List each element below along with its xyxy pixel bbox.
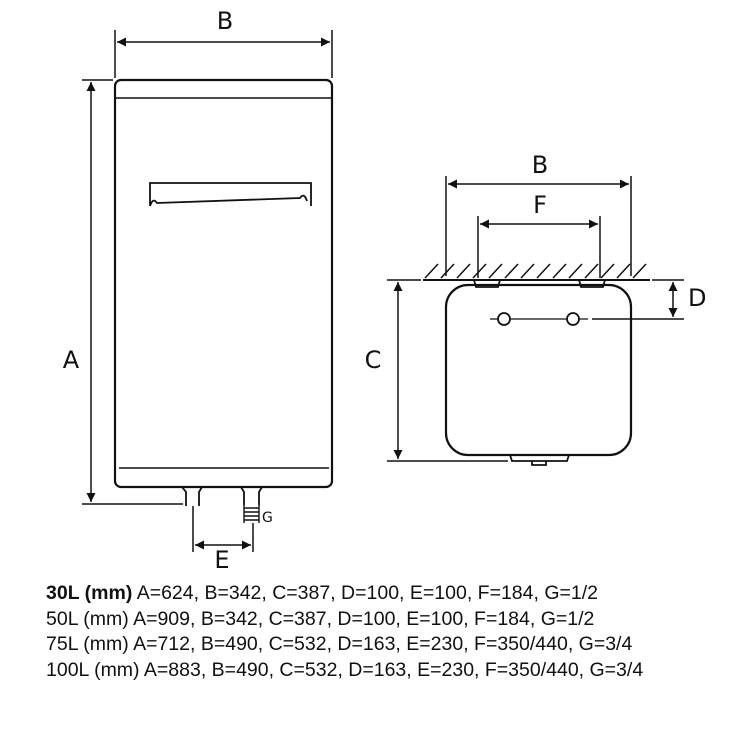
dimension-d [592,279,684,320]
spec-row-50l: 50L (mm) A=909, B=342, C=387, D=100, E=1… [46,607,746,633]
dimension-a [82,79,183,505]
spec-values: A=883, B=490, C=532, D=163, E=230, F=350… [143,658,644,681]
spec-row-75l: 75L (mm) A=712, B=490, C=532, D=163, E=2… [46,632,746,658]
wall-hatching [423,263,650,281]
front-view [113,78,334,523]
spec-row-30l: 30L (mm) A=624, B=342, C=387, D=100, E=1… [46,581,746,607]
thread-g [243,505,260,523]
side-view [444,279,633,466]
spec-values: A=909, B=342, C=387, D=100, E=100, F=184… [133,607,595,630]
label-b-front: B [217,7,233,35]
spec-model: 75L (mm) [46,633,129,655]
spec-values: A=624, B=342, C=387, D=100, E=100, F=184… [136,582,598,604]
dimension-b-side [445,176,632,276]
mount-hole-left [497,312,511,326]
outlet-pipe [240,486,263,505]
spec-values: A=712, B=490, C=532, D=163, E=230, F=350… [133,633,633,655]
label-a: A [63,346,80,374]
heater-body-side [444,283,633,457]
spec-model: 30L (mm) [46,582,133,604]
specifications-table: 30L (mm) A=624, B=342, C=387, D=100, E=1… [46,581,746,683]
inlet-pipe [181,486,203,506]
handle-recess [149,182,312,207]
label-e: E [214,546,229,570]
dimension-b-front [114,30,333,78]
bracket-left [473,279,501,288]
heater-body-front [113,78,334,489]
dimension-e [192,506,254,552]
label-g: G [262,510,273,526]
label-d: D [688,284,706,312]
label-b-side: B [532,151,548,179]
bottom-fitting [509,454,570,466]
spec-model: 50L (mm) [46,607,129,630]
label-c: C [365,346,382,374]
water-heater-dimension-diagram: B A E G B F [63,7,707,570]
dimension-f [477,216,601,278]
bracket-right [578,279,606,288]
spec-row-100l: 100L (mm) A=883, B=490, C=532, D=163, E=… [46,658,746,684]
label-f: F [533,191,547,219]
spec-model: 100L (mm) [46,658,140,681]
mount-hole-right [566,312,580,326]
dimension-c [387,279,508,462]
